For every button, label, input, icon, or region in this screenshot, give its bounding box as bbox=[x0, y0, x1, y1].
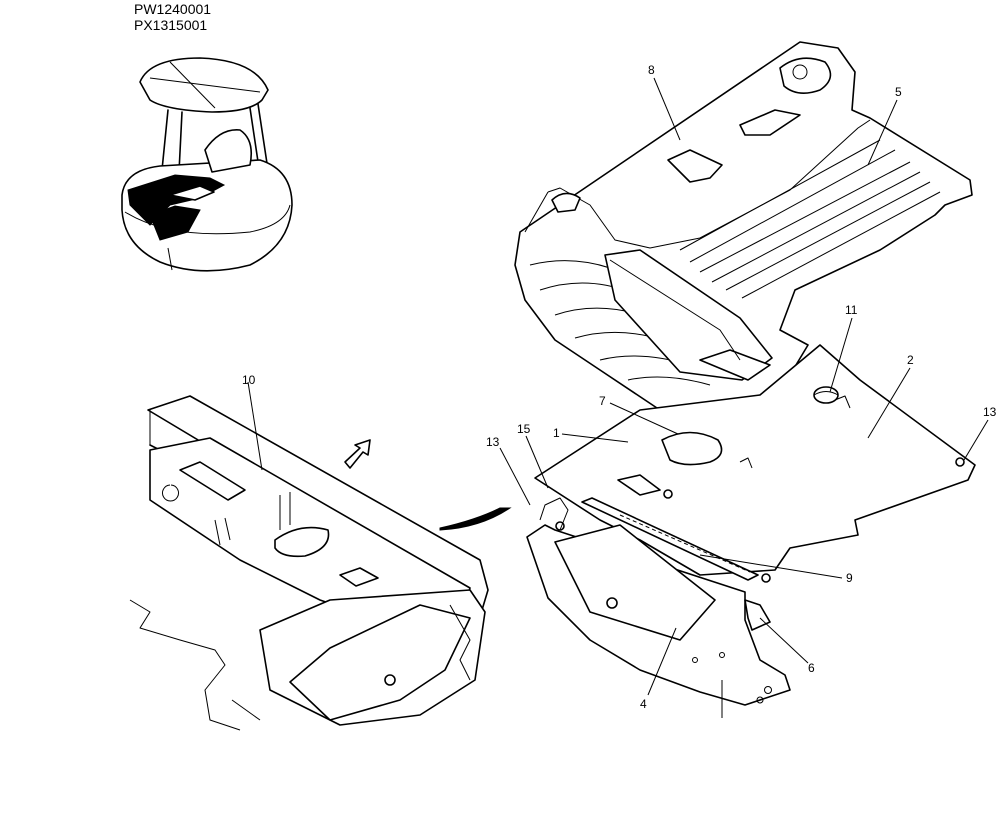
floor-mat-8 bbox=[514, 41, 973, 423]
model-code-1: PW1240001 bbox=[134, 1, 211, 17]
callout-9: 9 bbox=[846, 571, 853, 585]
callout-7: 7 bbox=[599, 394, 606, 408]
callout-2: 2 bbox=[907, 353, 914, 367]
callout-15: 15 bbox=[517, 422, 531, 436]
callout-13-left: 13 bbox=[486, 435, 500, 449]
view-arrow bbox=[344, 439, 371, 469]
callout-11: 11 bbox=[845, 303, 858, 317]
assembly-view-10 bbox=[129, 395, 489, 731]
callout-10: 10 bbox=[242, 373, 256, 387]
callout-1: 1 bbox=[553, 426, 560, 440]
machine-thumbnail bbox=[121, 57, 293, 272]
cover-plate-4 bbox=[526, 497, 791, 706]
callout-6: 6 bbox=[808, 661, 815, 675]
callout-8: 8 bbox=[648, 63, 655, 77]
callouts: 8 5 11 2 13 7 1 15 13 9 6 4 10 bbox=[242, 63, 997, 711]
leader-lines bbox=[247, 77, 989, 718]
swoosh-arrow bbox=[439, 507, 512, 531]
callout-4: 4 bbox=[640, 697, 647, 711]
model-code-2: PX1315001 bbox=[134, 17, 207, 33]
callout-5: 5 bbox=[895, 85, 902, 99]
callout-13-right: 13 bbox=[983, 405, 997, 419]
